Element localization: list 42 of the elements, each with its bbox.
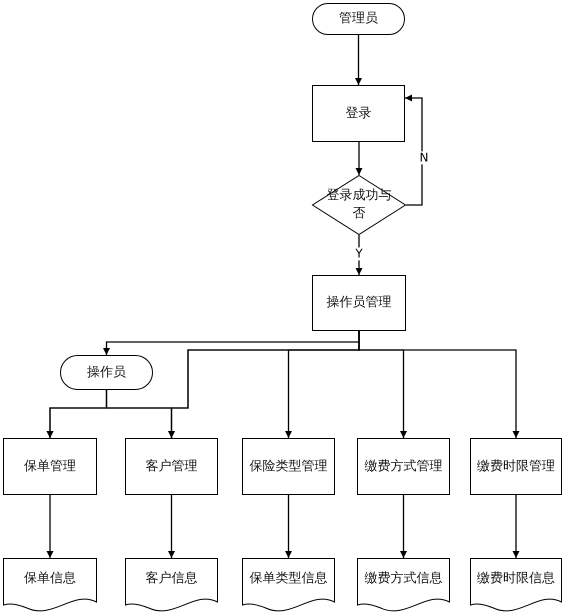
connector-arrow (400, 495, 407, 558)
process-box (242, 438, 335, 495)
node-label: 登录 (346, 104, 372, 122)
node-label: 保单信息 (24, 570, 76, 588)
document-shape (470, 558, 562, 613)
node-label: 保单类型信息 (250, 570, 328, 588)
node-label: 登录成功与否 (326, 187, 392, 223)
connector-arrow (405, 94, 423, 206)
document-shape (242, 558, 335, 613)
process-box (470, 438, 562, 495)
decision-diamond (312, 175, 406, 235)
node-label: 缴费时限信息 (477, 570, 555, 588)
connector-arrow (106, 390, 175, 438)
node-label: 缴费方式信息 (364, 570, 442, 588)
process-box (3, 438, 97, 495)
connector-arrow (46, 495, 54, 558)
node-label: 缴费方式管理 (364, 458, 442, 476)
connector-arrow (285, 495, 292, 558)
connector-arrow (355, 35, 362, 85)
process-box (125, 438, 218, 495)
process-box (312, 275, 406, 331)
node-label: 客户信息 (146, 570, 198, 588)
connector-arrow (512, 495, 520, 558)
process-box (357, 438, 450, 495)
node-label: 管理员 (339, 10, 378, 28)
document-shape (125, 558, 218, 613)
node-label: 缴费时限管理 (477, 458, 555, 476)
connector-arrow (358, 331, 520, 438)
node-label: 保险类型管理 (250, 458, 328, 476)
document-shape (357, 558, 450, 613)
connector-arrow (356, 142, 362, 175)
edge-label: N (418, 151, 430, 165)
process-box (312, 85, 405, 142)
edge-label: Y (354, 247, 364, 261)
connector-arrow (168, 495, 175, 558)
node-label: 操作员管理 (326, 294, 392, 312)
terminal-node (60, 355, 153, 390)
document-shape (3, 558, 97, 613)
terminal-node (312, 3, 405, 35)
node-label: 保单管理 (24, 458, 76, 476)
node-label: 操作员 (87, 364, 126, 382)
node-label: 客户管理 (146, 458, 198, 476)
